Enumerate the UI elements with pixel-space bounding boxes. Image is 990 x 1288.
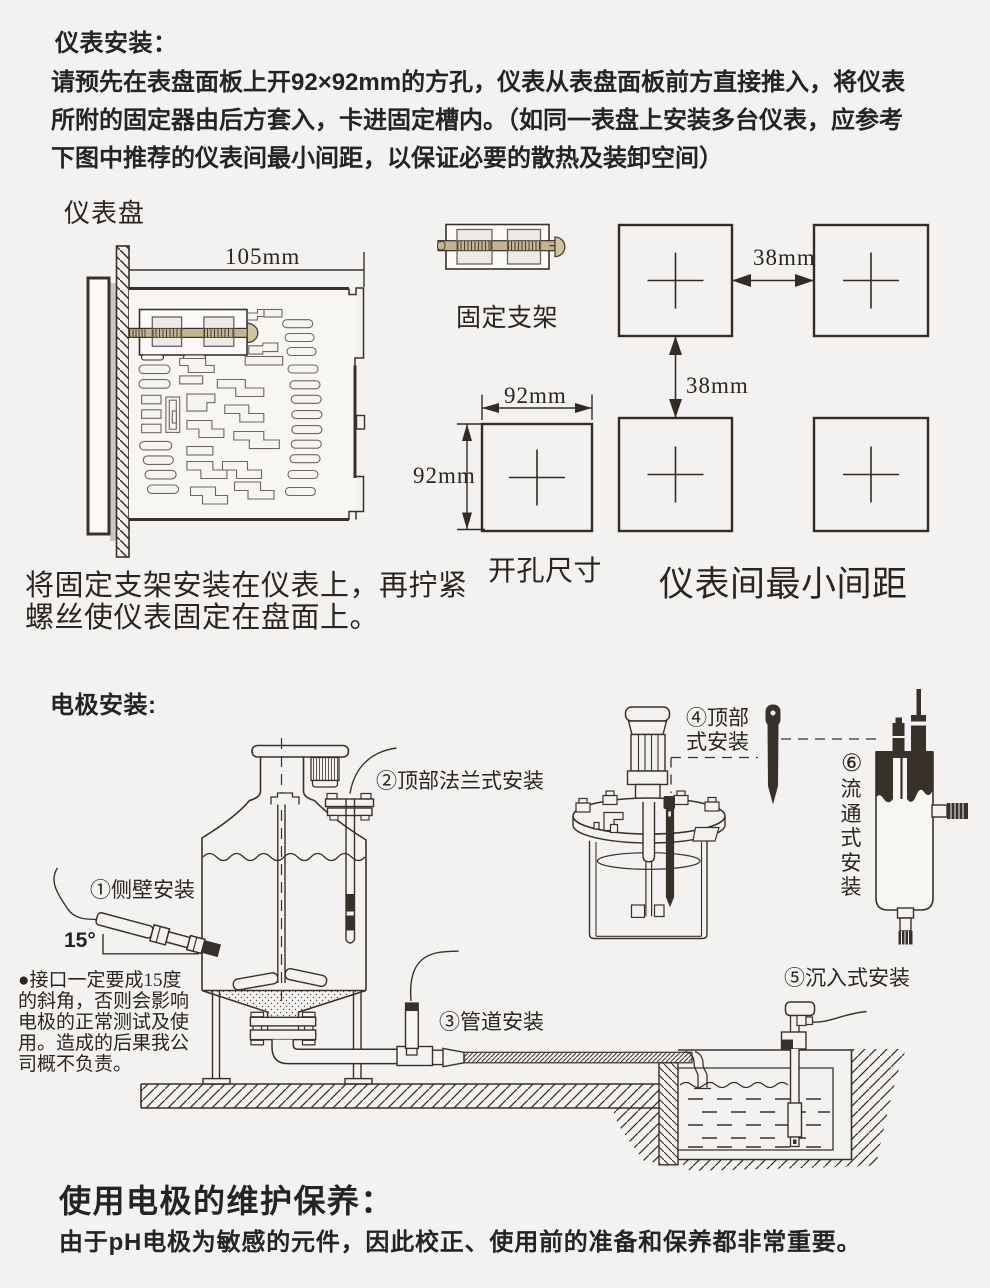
install-body: 请预先在表盘面板上开92×92mm的方孔，仪表从表盘面板前方直接推入，将仪表所附… <box>51 64 905 178</box>
install-body-line2: 所附的固定器由后方套入，卡进固定槽内。（如同一表盘上安装多台仪表，应参考 <box>51 107 903 134</box>
pipe-installation-drawing <box>249 950 693 1068</box>
flow-cell-label: 流通式安装 <box>840 777 862 900</box>
flow-cell-drawing <box>875 689 968 945</box>
top-mount-vessel-drawing <box>572 706 878 940</box>
submerged-electrode-drawing <box>780 1001 867 1148</box>
note-line3: 电极的正常测试及使 <box>18 1012 190 1033</box>
side-wall-label: ①侧壁安装 <box>90 878 195 902</box>
top-mount-label-line1: ④顶部 <box>686 706 749 730</box>
top-flange-electrode-drawing <box>324 747 397 944</box>
install-body-line3: 下图中推荐的仪表间最小间距，以保证必要的散热及装卸空间） <box>51 145 723 172</box>
top-mount-label-line2: 式安装 <box>686 729 749 754</box>
maintenance-body: 由于pH电极为敏感的元件，因此校正、使用前的准备和保养都非常重要。 <box>59 1229 862 1256</box>
top-mount-label: ④顶部式安装 <box>686 706 749 754</box>
reactor-tank-drawing <box>201 738 373 1085</box>
pipe-label: ③管道安装 <box>439 1010 544 1034</box>
width-dimension-label: 105mm <box>225 244 301 269</box>
note-line4: 用。造成的后果我公 <box>18 1033 190 1054</box>
bracket-label: 固定支架 <box>456 305 559 332</box>
ground-hatching <box>140 1083 660 1109</box>
minimum-spacing-diagram <box>617 223 930 533</box>
hole-size-label: 开孔尺寸 <box>488 556 603 587</box>
install-body-line1: 请预先在表盘面板上开92×92mm的方孔，仪表从表盘面板前方直接推入，将仪表 <box>51 69 906 96</box>
hole-width-dimension: 92mm <box>504 383 567 408</box>
bracket-caption-line1: 将固定支架安装在仪表上，再拧紧 <box>25 570 468 602</box>
note-line1: ●接口一定要成15度 <box>18 970 182 991</box>
maintenance-heading: 使用电极的维护保养： <box>59 1183 395 1219</box>
electrode-heading: 电极安装: <box>50 692 157 719</box>
spacing-label: 仪表间最小间距 <box>659 565 908 604</box>
top-flange-label: ②顶部法兰式安装 <box>376 769 544 793</box>
bracket-caption: 将固定支架安装在仪表上，再拧紧螺丝使仪表固定在盘面上。 <box>25 570 468 634</box>
submerged-label: ⑤沉入式安装 <box>784 966 910 990</box>
flow-cell-number: ⑥ <box>841 751 863 777</box>
vent-slots <box>138 308 323 505</box>
instrument-side-view-diagram <box>86 245 366 558</box>
note-text: ●接口一定要成15度的斜角，否则会影响电极的正常测试及使用。造成的后果我公司概不… <box>18 970 189 1075</box>
submerged-tank-drawing <box>612 1049 906 1171</box>
hole-height-dimension: 92mm <box>413 463 476 488</box>
electrode-drawing <box>765 704 781 804</box>
bracket-caption-line2: 螺丝使仪表固定在盘面上。 <box>25 602 380 634</box>
spacing-horizontal-dimension: 38mm <box>753 245 816 270</box>
angle-label: 15° <box>64 929 96 952</box>
note-line2: 的斜角，否则会影响 <box>18 991 190 1012</box>
hole-size-diagram <box>457 394 594 533</box>
install-heading: 仪表安装： <box>55 30 178 57</box>
note-line5: 司概不负责。 <box>18 1054 133 1075</box>
standalone-bracket-drawing <box>437 223 566 270</box>
side-wall-electrode-drawing <box>53 867 222 958</box>
mounted-bracket-drawing <box>128 308 259 361</box>
panel-label: 仪表盘 <box>64 199 146 228</box>
spacing-vertical-dimension: 38mm <box>686 373 749 398</box>
